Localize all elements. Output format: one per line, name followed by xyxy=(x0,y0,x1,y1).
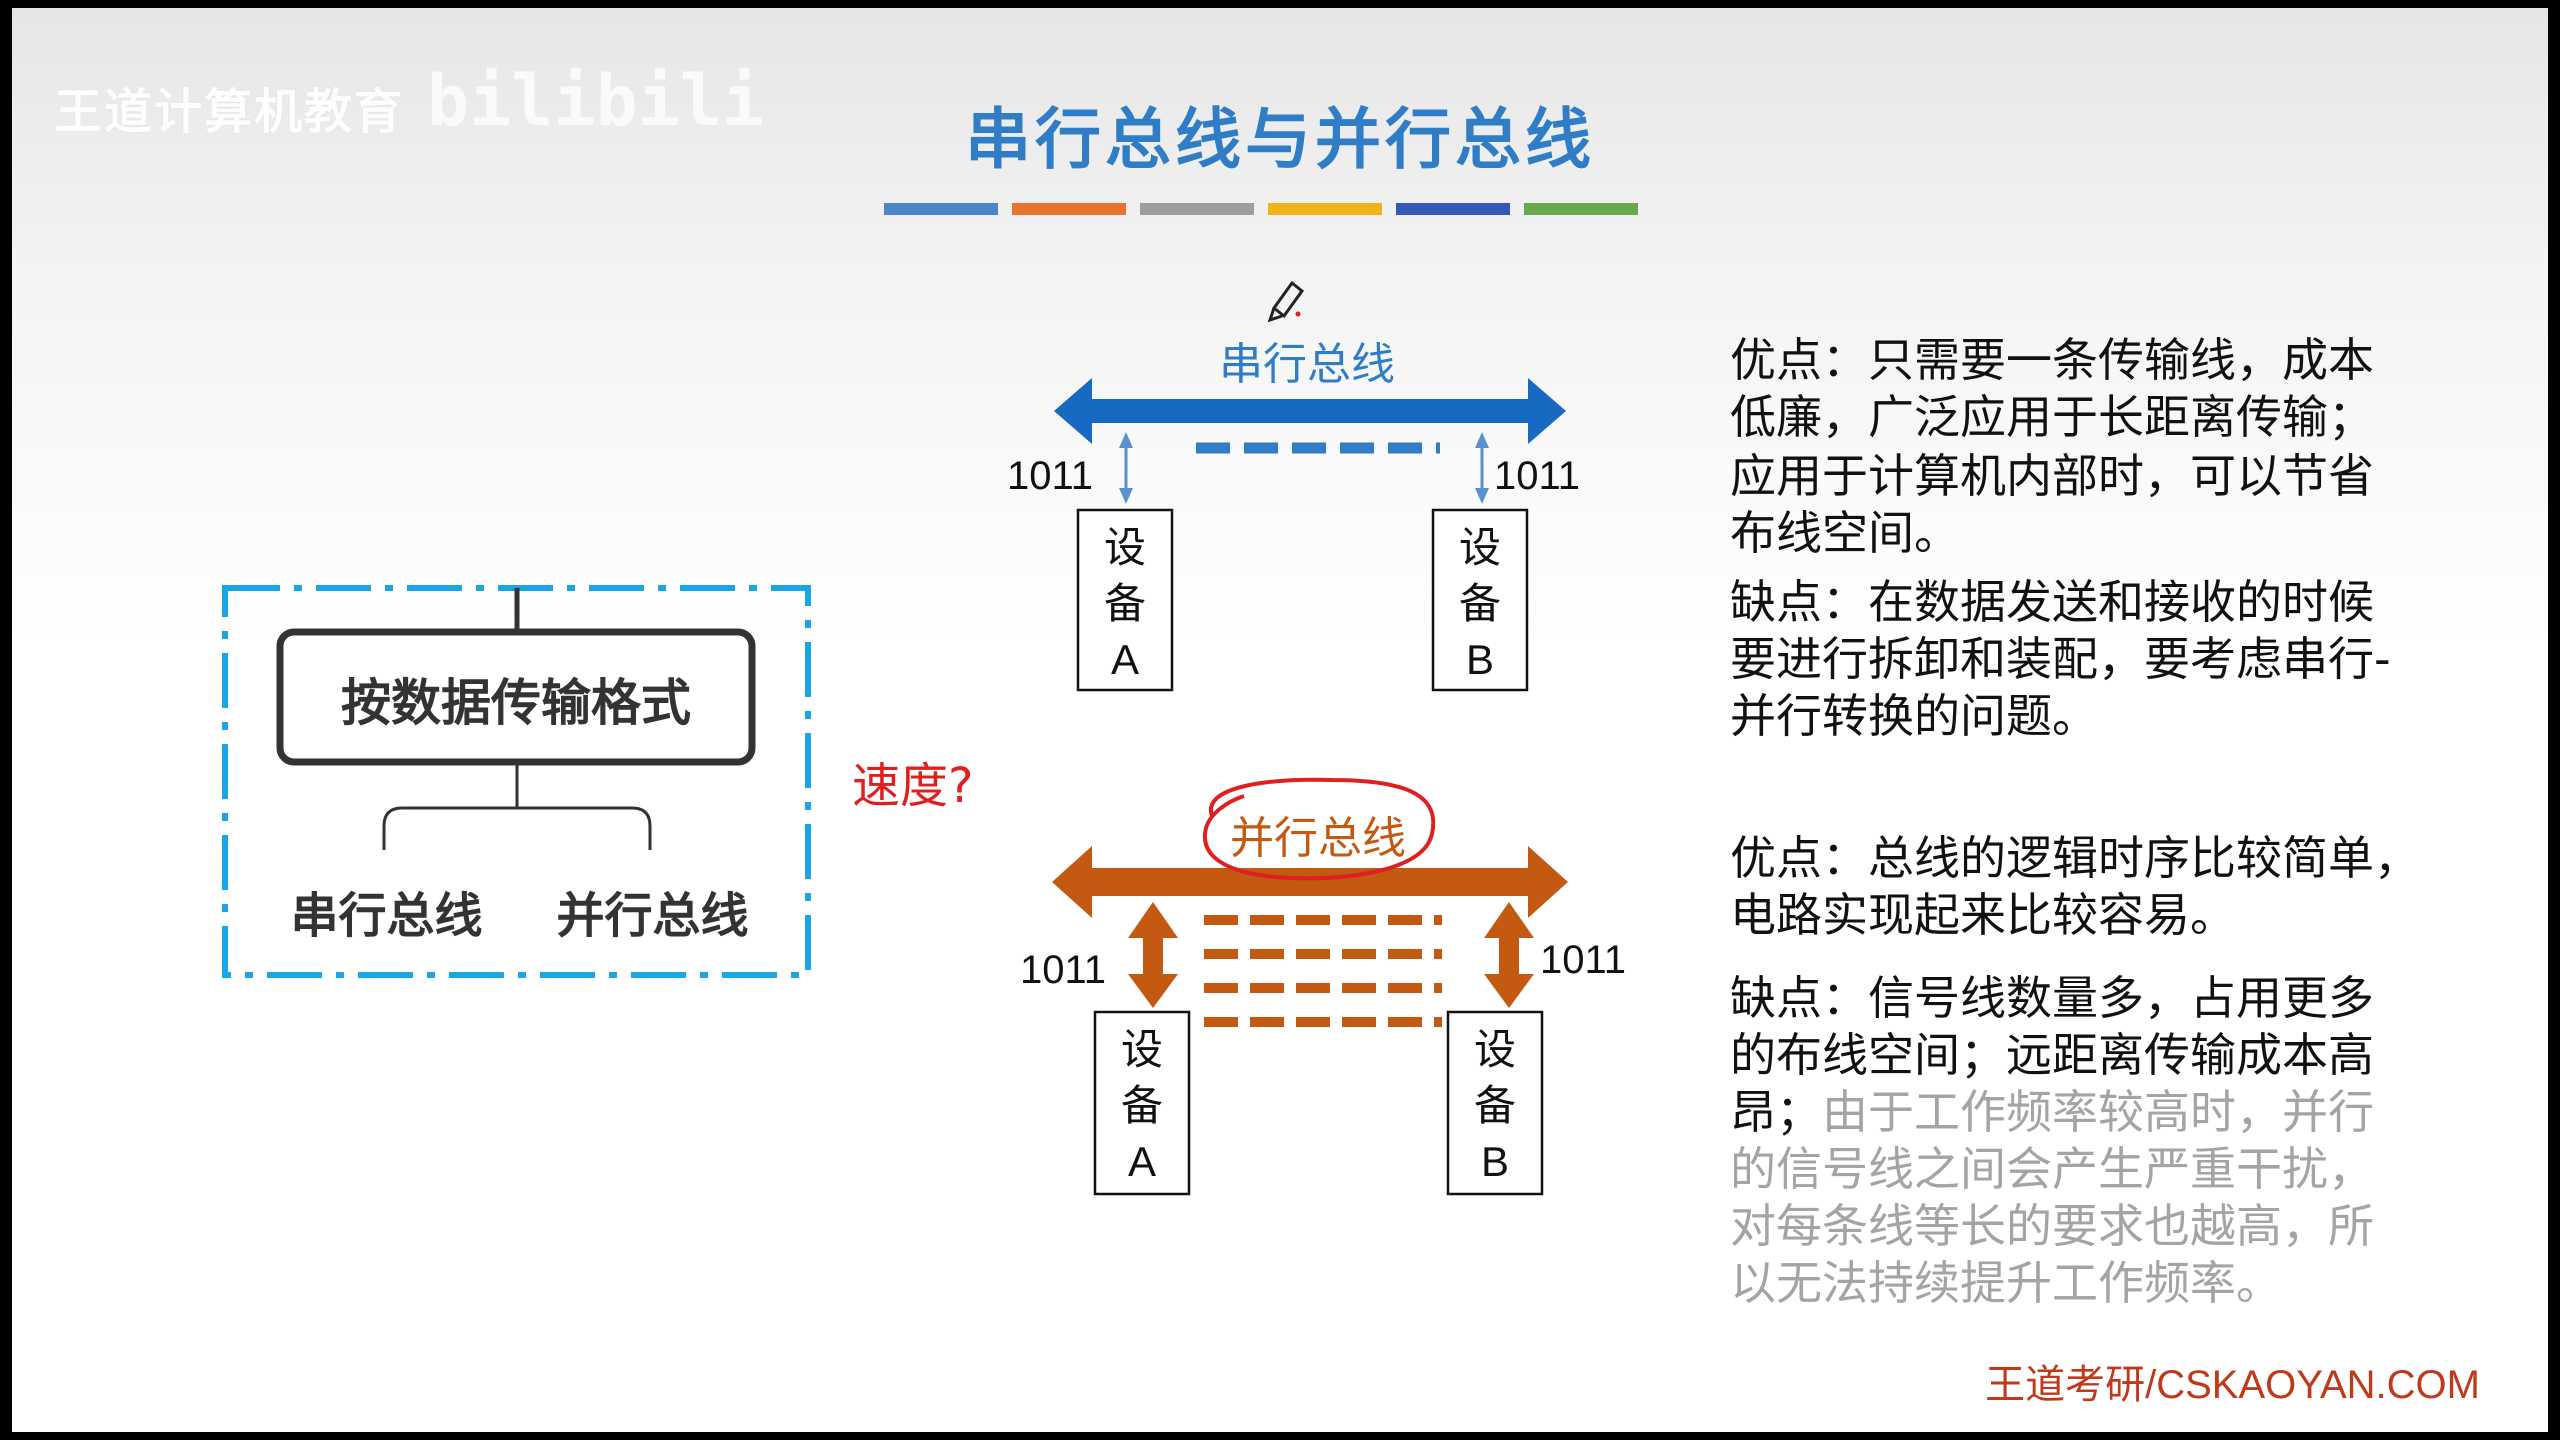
parallel-disadvantage: 缺点：信号线数量多，占用更多 的布线空间；远距离传输成本高 昂；由于工作频率较高… xyxy=(1730,971,2374,1310)
red-annotation-ellipse xyxy=(1202,777,1436,881)
page-title: 串行总线与并行总线 xyxy=(965,101,1595,178)
title-bar-6 xyxy=(1524,203,1638,215)
title-bar-3 xyxy=(1140,203,1254,215)
parallel-connector-b xyxy=(1484,902,1534,1008)
bus-diagram xyxy=(222,280,1568,1196)
classification-root-label: 按数据传输格式 xyxy=(341,675,691,731)
classification-parallel-label: 并行总线 xyxy=(556,888,749,944)
title-bar-5 xyxy=(1396,203,1510,215)
title-bar-1 xyxy=(884,203,998,215)
parallel-device-b-box xyxy=(1446,1010,1544,1196)
title-bar-4 xyxy=(1268,203,1382,215)
parallel-device-b-label: 设 备 B xyxy=(1473,1025,1516,1185)
parallel-dashed-lines xyxy=(1204,915,1442,1027)
parallel-bus-label: 并行总线 xyxy=(1230,813,1406,864)
title-bar-2 xyxy=(1012,203,1126,215)
parallel-connector-a xyxy=(1128,902,1178,1008)
serial-bus-arrow xyxy=(1054,378,1566,444)
speed-annotation: 速度? xyxy=(852,758,974,814)
watermark-text: 王道计算机教育 xyxy=(54,84,405,140)
serial-advantage: 优点：只需要一条传输线，成本 低廉，广泛应用于长距离传输； xyxy=(1730,333,2374,444)
parallel-advantage: 优点：总线的逻辑时序比较简单， 电路实现起来比较容易。 xyxy=(1730,831,2420,942)
pen-cursor-icon xyxy=(1267,280,1305,323)
footer-brand: 王道考研/CSKAOYAN.COM xyxy=(1985,1363,2480,1407)
slide: 王道计算机教育 bilibili 串行总线与并行总线 xyxy=(12,8,2548,1432)
title-underline-bars xyxy=(884,203,1638,215)
serial-device-b-label: 设 备 B xyxy=(1458,523,1501,683)
parallel-device-a-box xyxy=(1093,1010,1191,1196)
serial-right-data: 1011 xyxy=(1494,454,1581,498)
serial-left-data: 1011 xyxy=(1007,454,1094,498)
parallel-bus-arrow xyxy=(1052,846,1568,918)
serial-device-b-box xyxy=(1431,508,1529,692)
watermark-logo: bilibili xyxy=(427,60,765,142)
parallel-device-a-label: 设 备 A xyxy=(1120,1025,1163,1185)
parallel-left-data: 1011 xyxy=(1020,948,1107,992)
serial-connector-a xyxy=(1119,432,1133,504)
serial-bus-label: 串行总线 xyxy=(1219,339,1395,390)
classification-serial-label: 串行总线 xyxy=(290,888,483,944)
serial-device-a-box xyxy=(1076,508,1174,692)
serial-connector-b xyxy=(1475,432,1489,504)
serial-disadvantage: 缺点：在数据发送和接收的时候 要进行拆卸和装配，要考虑串行- 并行转换的问题。 xyxy=(1730,575,2391,743)
serial-advantage-internal: 应用于计算机内部时，可以节省 布线空间。 xyxy=(1730,449,2374,560)
parallel-right-data: 1011 xyxy=(1540,938,1627,982)
serial-device-a-label: 设 备 A xyxy=(1103,523,1146,683)
